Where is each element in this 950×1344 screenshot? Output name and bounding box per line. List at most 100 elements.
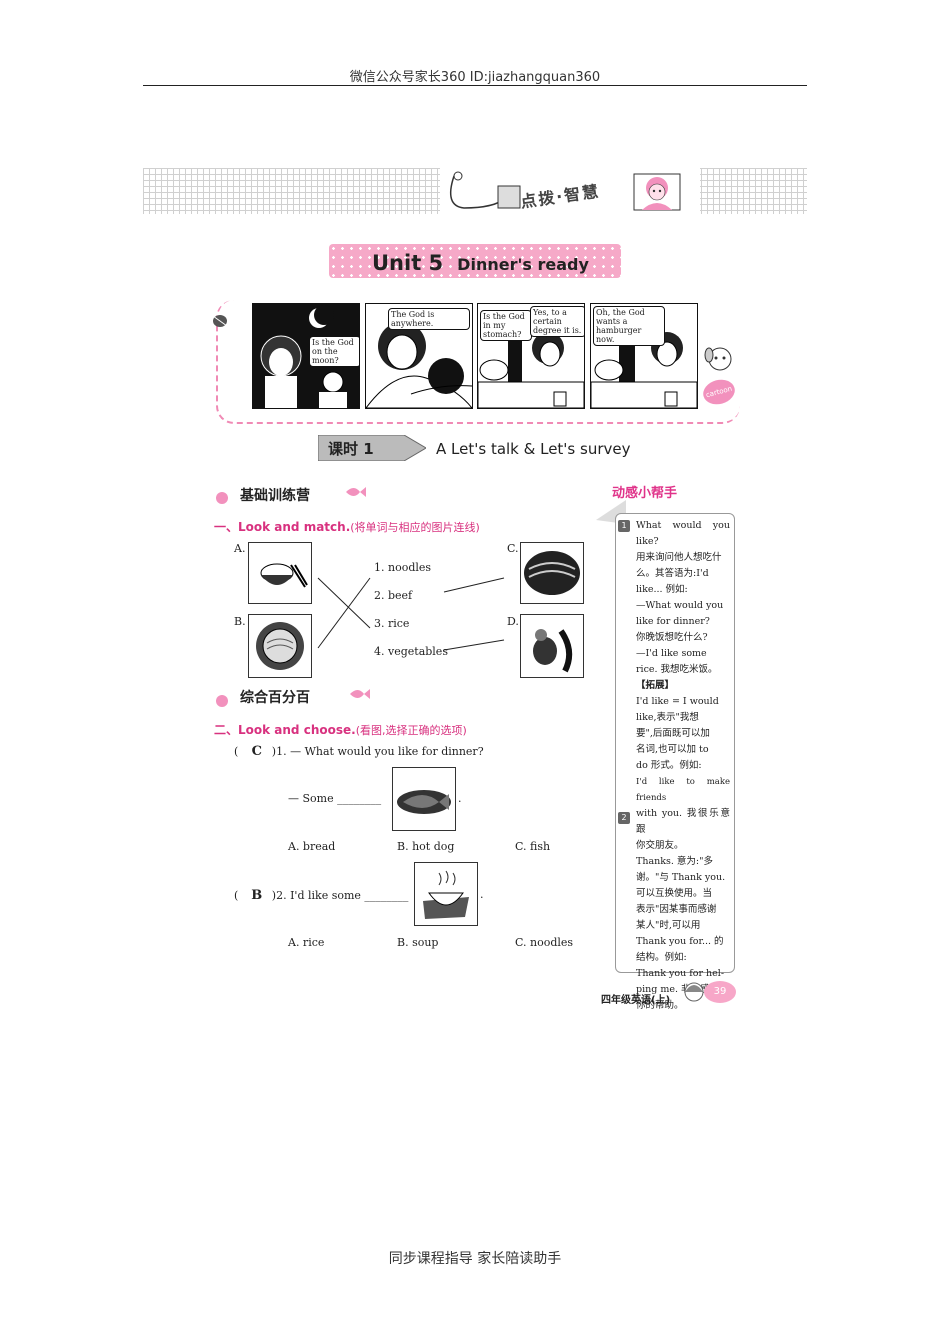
sidebar-line: What would you like? (636, 520, 730, 547)
q2-heading-zh: (看图,选择正确的选项) (355, 724, 467, 737)
girl-face-icon (682, 980, 706, 1010)
q1-label-b: B. (234, 615, 246, 628)
sidebar-line: —I'd like some (636, 648, 707, 659)
comic-panel-1: Is the God on the moon? (252, 303, 360, 409)
sidebar-line: 结构。例如: (636, 952, 687, 963)
page-footer: 同步课程指导 家长陪读助手 (388, 1251, 562, 1267)
sidebar-line: —What would you (636, 600, 724, 611)
unit-name: Dinner's ready (457, 255, 589, 274)
sidebar-line: with you. 我很乐意跟 (636, 808, 730, 835)
sidebar-line: Thank you for hel- (636, 968, 725, 979)
sidebar-line: ping me. 非常感谢 (636, 984, 720, 995)
q2-item2-option-b: B. soup (397, 936, 439, 949)
dog-mascot-icon (700, 345, 740, 383)
sidebar-line: 表示"因某事而感谢 (636, 904, 717, 915)
q1-heading: 一、Look and match.(将单词与相应的图片连线) (214, 518, 480, 535)
sidebar-num-2: 2 (618, 812, 630, 824)
page-number: 39 (704, 981, 736, 1003)
match-lines (310, 548, 510, 662)
comic-bubble-2: The God is anywhere. (388, 308, 470, 330)
rice-bowl-image (248, 542, 312, 604)
page-header: 微信公众号家长360 ID:jiazhangquan360 (349, 70, 601, 85)
q2-item1-option-b: B. hot dog (397, 840, 455, 853)
sidebar-line: Thanks. 意为:"多 (636, 856, 713, 867)
q2-item1-option-c: C. fish (515, 840, 551, 853)
fish-dish-image (392, 767, 456, 831)
q2-item1-question: )1. — What would you like for dinner? (271, 745, 484, 758)
lesson-number: 课时 1 (328, 440, 374, 458)
comic-panel-3: Is the God in my stomach? Yes, to a cert… (477, 303, 585, 409)
sidebar-line: do 形式。例如: (636, 760, 702, 771)
q2-item1-answer: C (251, 744, 262, 759)
section-bullet-icon (214, 490, 230, 509)
header-divider (143, 85, 807, 86)
q2-item2-stem: ( B )2. I'd like some ________ (234, 888, 408, 903)
q2-item2-option-a: A. rice (288, 936, 325, 949)
girl-mascot-icon (632, 172, 682, 212)
sidebar-line: 你的帮助。 (636, 1000, 684, 1011)
comic-panel-4: Oh, the God wants a hamburger now. (590, 303, 698, 409)
sidebar-line: 么。其答语为:I'd (636, 568, 709, 579)
q2-heading: 二、Look and choose.(看图,选择正确的选项) (214, 721, 467, 738)
q2-item2-paren: ( (234, 889, 239, 902)
sidebar-line: 谢。"与 Thank you. (636, 872, 726, 883)
comic-frame (216, 300, 740, 424)
q1-word-1: 1. noodles (374, 561, 432, 574)
q2-item1-line2: — Some ________ (288, 792, 382, 805)
comic-bubble-4: Yes, to a certain degree it is. (530, 306, 584, 337)
pencil-tab-icon (317, 434, 427, 462)
q1-label-d: D. (507, 615, 519, 628)
q2-item1-stem: ( C )1. — What would you like for dinner? (234, 744, 484, 759)
sidebar-line: 用来询问他人想吃什 (636, 552, 722, 563)
soup-bowl-image (414, 862, 478, 926)
q1-word-4: 4. vegetables (374, 645, 448, 658)
lesson-tab (317, 434, 427, 462)
sidebar-line: Thank you for... 的 (636, 936, 724, 947)
q1-word-2: 2. beef (374, 589, 413, 602)
sidebar-title: 动感小帮手 (612, 486, 678, 501)
lesson-title: A Let's talk & Let's survey (436, 440, 631, 458)
beef-steak-image (520, 542, 584, 604)
section1-title: 基础训练营 (240, 488, 310, 504)
sidebar-line: 你交朋友。 (636, 840, 684, 851)
q1-heading-zh: (将单词与相应的图片连线) (350, 521, 480, 534)
sidebar-line: like... 例如: (636, 584, 688, 595)
comic-bubble-3: Is the God in my stomach? (480, 310, 532, 341)
sidebar-num-1: 1 (618, 520, 630, 532)
comic-panel-2: The God is anywhere. (365, 303, 473, 409)
q1-word-3: 3. rice (374, 617, 410, 630)
noodles-bowl-image (248, 614, 312, 678)
sidebar-line: like,表示"我想 (636, 712, 699, 723)
q2-item1-paren: ( (234, 745, 239, 758)
unit-number: Unit 5 (372, 251, 444, 275)
fish-deco-icon (348, 686, 370, 706)
sidebar-line: I'd like to make friends (636, 777, 730, 803)
q2-item2-option-c: C. noodles (515, 936, 574, 949)
q2-item2-question: )2. I'd like some ________ (271, 889, 409, 902)
sidebar-line: like for dinner? (636, 616, 710, 627)
section-bullet-icon (214, 693, 230, 712)
sidebar-line: 【拓展】 (636, 680, 675, 691)
q2-item2-answer: B (251, 888, 263, 903)
q2-item2-dot: . (480, 888, 484, 901)
sidebar-line: 可以互换使用。当 (636, 888, 713, 899)
q2-item1-option-a: A. bread (288, 840, 336, 853)
q1-label-c: C. (507, 542, 519, 555)
sidebar-content: What would you like? 用来询问他人想吃什 么。其答语为:I'… (636, 518, 730, 1014)
sidebar-line: 要",后面既可以加 (636, 728, 710, 739)
unit-title-bar (329, 244, 621, 278)
sidebar-box (615, 513, 735, 973)
q1-heading-en: 一、Look and match. (214, 520, 351, 534)
vegetables-image (520, 614, 584, 678)
sidebar-line: rice. 我想吃米饭。 (636, 664, 718, 675)
sidebar-line: 某人"时,可以用 (636, 920, 701, 931)
sidebar-line: I'd like = I would (636, 696, 719, 707)
ladybug-icon (210, 312, 230, 332)
section2-title: 综合百分百 (240, 690, 310, 706)
q2-heading-en: 二、Look and choose. (214, 723, 356, 737)
q1-label-a: A. (234, 542, 246, 555)
unit-title: Unit 5 Dinner's ready (372, 251, 589, 275)
comic-bubble-1: Is the God on the moon? (309, 336, 359, 367)
sidebar-line: 名词,也可以加 to (636, 744, 709, 755)
comic-bubble-5: Oh, the God wants a hamburger now. (593, 306, 665, 346)
